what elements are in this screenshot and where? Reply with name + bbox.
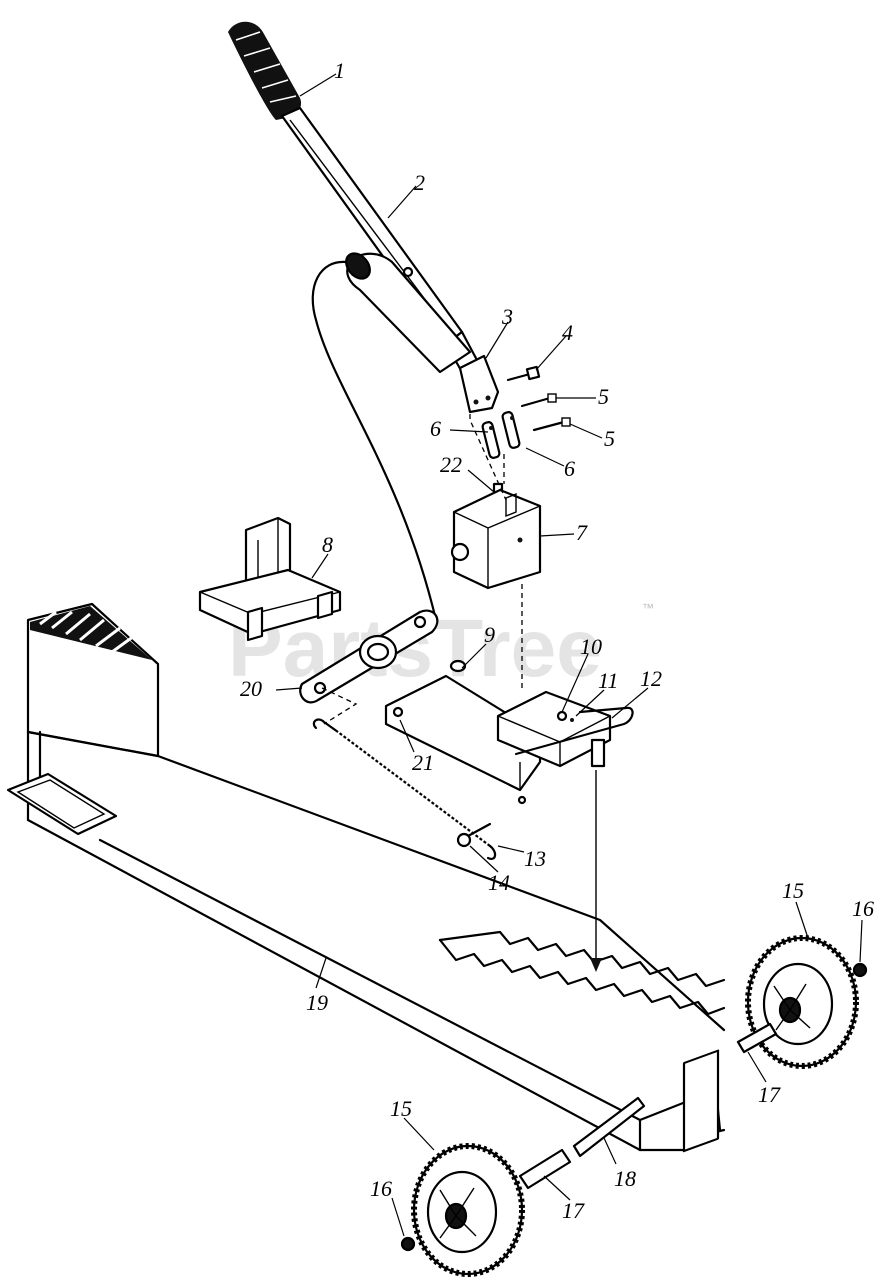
callout-8: 8 xyxy=(322,532,333,557)
callout-13: 13 xyxy=(524,846,546,871)
callout-1: 1 xyxy=(334,58,345,83)
callout-5-upper: 5 xyxy=(598,384,609,409)
part-hose xyxy=(311,260,438,622)
callout-16-left: 16 xyxy=(370,1176,392,1201)
part-bracket-plate xyxy=(299,609,439,704)
part-main-beam xyxy=(6,602,726,1153)
callout-16-right: 16 xyxy=(852,896,874,921)
callout-12: 12 xyxy=(640,666,662,691)
part-left-wheel xyxy=(400,1096,646,1277)
watermark-trademark: ™ xyxy=(642,601,654,615)
callout-3: 3 xyxy=(501,304,513,329)
callout-6-left: 6 xyxy=(430,416,441,441)
part-spring xyxy=(312,718,497,860)
part-handle-grip xyxy=(228,21,302,121)
callout-15-right: 15 xyxy=(782,878,804,903)
callout-22: 22 xyxy=(440,452,462,477)
callout-17-left: 17 xyxy=(562,1198,585,1223)
callout-19: 19 xyxy=(306,990,328,1015)
part-handle-socket xyxy=(458,354,500,414)
callout-4: 4 xyxy=(562,320,573,345)
callout-11: 11 xyxy=(598,668,618,693)
callout-10: 10 xyxy=(580,634,602,659)
callout-5-lower: 5 xyxy=(604,426,615,451)
callout-9: 9 xyxy=(484,622,495,647)
callout-18: 18 xyxy=(614,1166,636,1191)
callout-20: 20 xyxy=(240,676,262,701)
part-pusher-plate xyxy=(384,659,542,805)
part-right-wheel xyxy=(736,935,868,1069)
part-bolt-14 xyxy=(456,822,492,848)
part-bolt-4 xyxy=(506,365,541,382)
callout-15-left: 15 xyxy=(390,1096,412,1121)
part-pins-5 xyxy=(520,393,571,432)
part-wedge-block xyxy=(198,516,342,642)
callout-14: 14 xyxy=(488,870,510,895)
callout-2: 2 xyxy=(414,170,425,195)
callout-6-right: 6 xyxy=(564,456,575,481)
callout-labels: 1 2 3 4 5 5 6 6 7 8 9 10 11 12 13 14 15 … xyxy=(240,58,874,1223)
callout-21: 21 xyxy=(412,750,434,775)
assembly-guide-lines xyxy=(321,414,602,972)
leader-lines xyxy=(275,73,863,1237)
part-links-6 xyxy=(481,411,521,459)
callout-7: 7 xyxy=(576,520,588,545)
callout-17-right: 17 xyxy=(758,1082,781,1107)
part-pump-cylinder xyxy=(345,252,542,590)
